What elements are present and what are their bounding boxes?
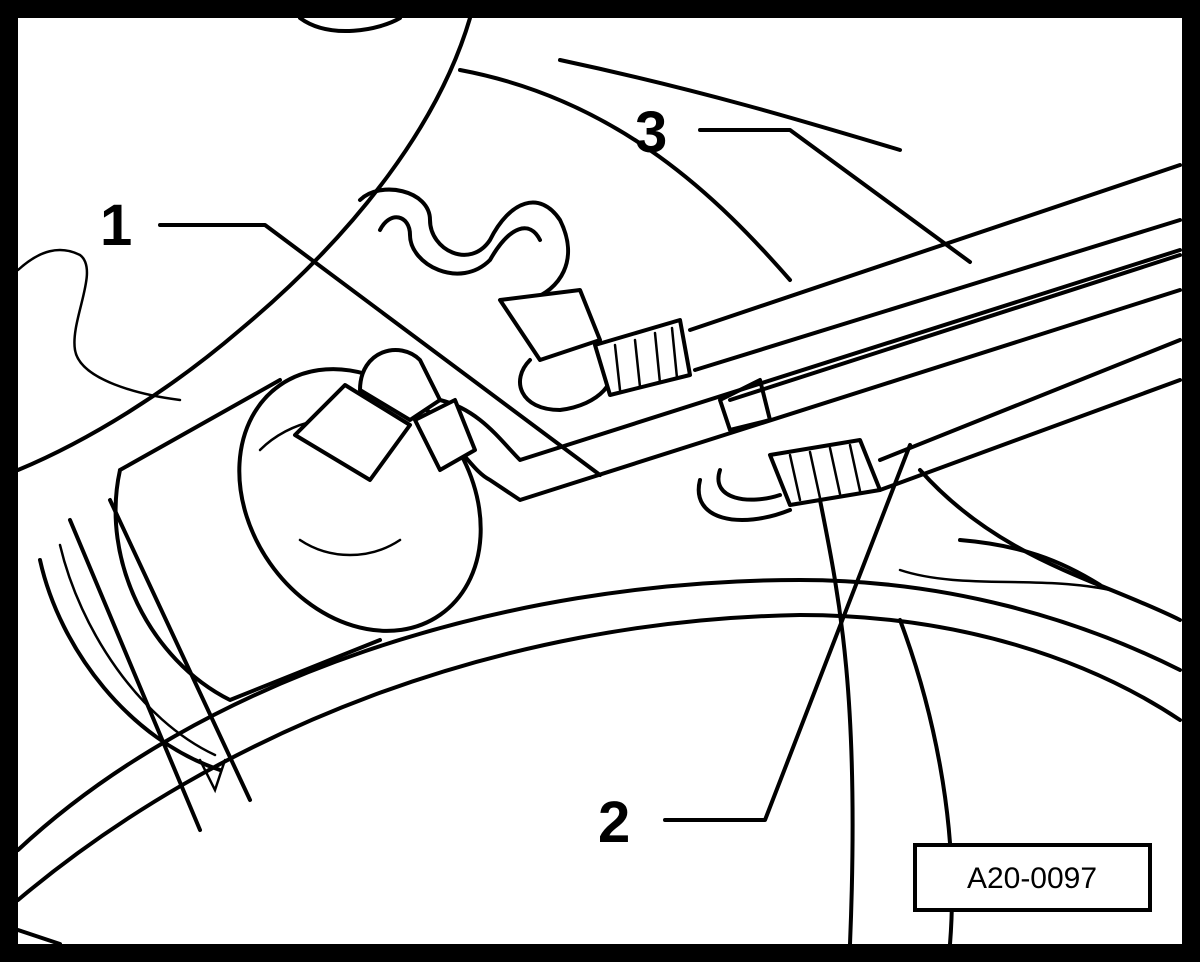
leader-line-2	[663, 443, 912, 822]
drawing-canvas	[18, 18, 1182, 944]
callout-2: 2	[598, 790, 630, 855]
leader-lines	[158, 128, 972, 822]
line-art	[16, 16, 1182, 946]
callout-1: 1	[100, 193, 132, 258]
reference-code-box: A20-0097	[913, 843, 1152, 912]
leader-line-1	[158, 223, 602, 477]
callout-3: 3	[635, 100, 667, 165]
reference-code: A20-0097	[967, 862, 1097, 895]
leader-line-3	[698, 128, 972, 264]
